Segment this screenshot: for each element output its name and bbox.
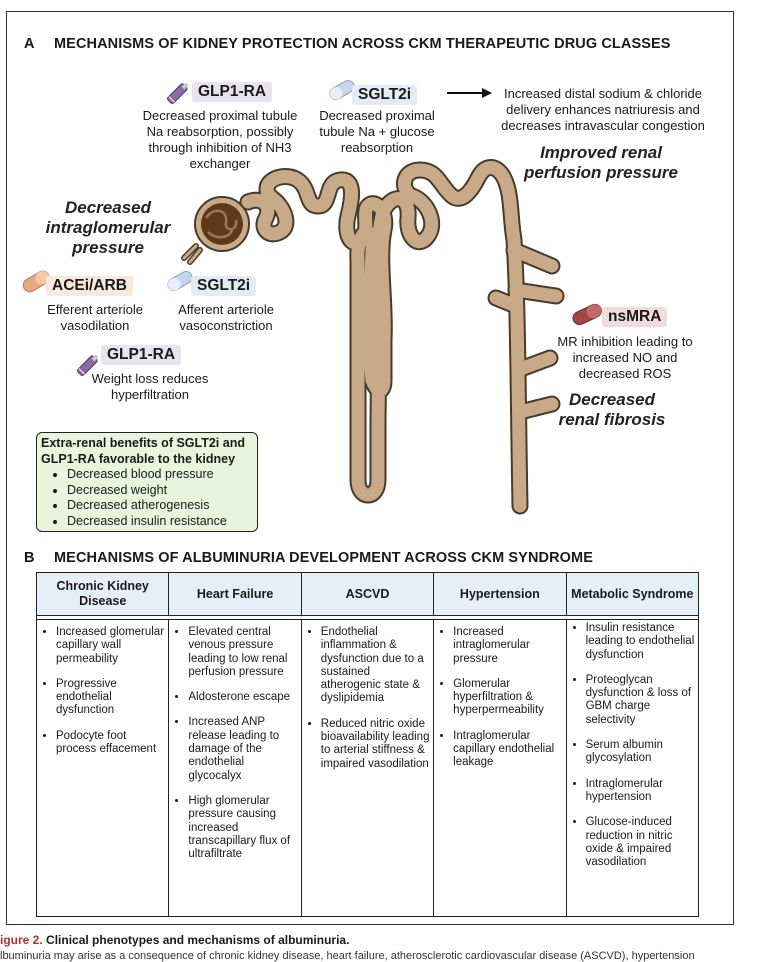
improved-perfusion: Improved renal perfusion pressure [506,143,696,183]
table-cell: Increased intraglomerular pressure Glome… [434,620,566,917]
list-item: Elevated central venous pressure leading… [188,626,297,679]
sglt2-mid-text: Afferent arteriole vasoconstriction [164,302,288,334]
right-arrow-icon [447,88,492,98]
list-item: Reduced nitric oxide bioavailability lea… [321,718,430,771]
column-header: Hypertension [434,573,566,616]
table-cell: Endothelial inflammation & dysfunction d… [301,620,433,917]
list-item: High glomerular pressure causing increas… [188,795,297,861]
extra-renal-title: Extra-renal benefits of SGLT2i and GLP1-… [41,436,253,467]
list-item: Increased glomerular capillary wall perm… [56,626,165,666]
pen-injector-icon [163,78,193,108]
list-item: Glucose-induced reduction in nitric oxid… [586,816,695,869]
panel-b-title: MECHANISMS OF ALBUMINURIA DEVELOPMENT AC… [54,550,593,566]
acei-label: ACEi/ARB [46,276,133,296]
column-header: Metabolic Syndrome [566,573,698,616]
list-item: Intraglomerular hypertension [586,778,695,805]
list-item: Aldosterone escape [188,691,297,704]
column-header: Chronic Kidney Disease [37,573,169,616]
figure-caption: igure 2. Clinical phenotypes and mechani… [0,933,349,947]
list-item: Proteoglycan dysfunction & loss of GBM c… [586,674,695,727]
caption-label: igure 2. [0,933,43,947]
nsmra-label: nsMRA [602,307,667,327]
list-item: Increased ANP release leading to damage … [188,716,297,782]
extra-renal-item: Decreased blood pressure [67,467,253,483]
sglt2-top-label: SGLT2i [352,85,417,105]
extra-renal-benefits-box: Extra-renal benefits of SGLT2i and GLP1-… [36,432,258,532]
column-header: Heart Failure [169,573,301,616]
extra-renal-item: Decreased atherogenesis [67,498,253,514]
decreased-fibrosis: Decreased renal fibrosis [552,390,672,430]
acei-text: Efferent arteriole vasodilation [30,302,160,334]
table-cell: Elevated central venous pressure leading… [169,620,301,917]
caption-text: lbuminuria may arise as a consequence of… [0,950,695,962]
glp1-top-text: Decreased proximal tubule Na reabsorptio… [134,108,306,172]
list-item: Podocyte foot process effacement [56,730,165,757]
list-item: Endothelial inflammation & dysfunction d… [321,626,430,706]
sglt2-top-text: Decreased proximal tubule Na + glucose r… [310,108,444,156]
decreased-intraglomerular: Decreased intraglomerular pressure [38,198,178,258]
sglt2-mid-label: SGLT2i [191,276,256,296]
list-item: Glomerular hyperfiltration & hyperpermea… [453,678,562,718]
column-header: ASCVD [301,573,433,616]
glp1-mid-label: GLP1-RA [101,345,181,365]
glp1-mid-text: Weight loss reduces hyperfiltration [74,371,226,403]
list-item: Intraglomerular capillary endothelial le… [453,730,562,770]
list-item: Serum albumin glycosylation [586,739,695,766]
caption-title: Clinical phenotypes and mechanisms of al… [46,933,349,947]
nsmra-text: MR inhibition leading to increased NO an… [552,334,698,382]
albuminuria-mechanisms-table: Chronic Kidney Disease Heart Failure ASC… [36,572,699,917]
list-item: Increased intraglomerular pressure [453,626,562,666]
capsule-red-icon [569,301,605,327]
glomerulus [184,197,249,262]
extra-renal-item: Decreased weight [67,483,253,499]
table-header-row: Chronic Kidney Disease Heart Failure ASC… [37,573,699,616]
arrow-text: Increased distal sodium & chloride deliv… [490,86,716,134]
extra-renal-list: Decreased blood pressure Decreased weigh… [41,467,253,529]
table-row: Increased glomerular capillary wall perm… [37,620,699,917]
table-cell: Increased glomerular capillary wall perm… [37,620,169,917]
table-cell: Insulin resistance leading to endothelia… [566,620,698,917]
panel-b-letter: B [24,550,35,566]
glp1-top-label: GLP1-RA [192,82,272,102]
list-item: Progressive endothelial dysfunction [56,678,165,718]
extra-renal-item: Decreased insulin resistance [67,514,253,530]
list-item: Insulin resistance leading to endothelia… [586,622,695,662]
